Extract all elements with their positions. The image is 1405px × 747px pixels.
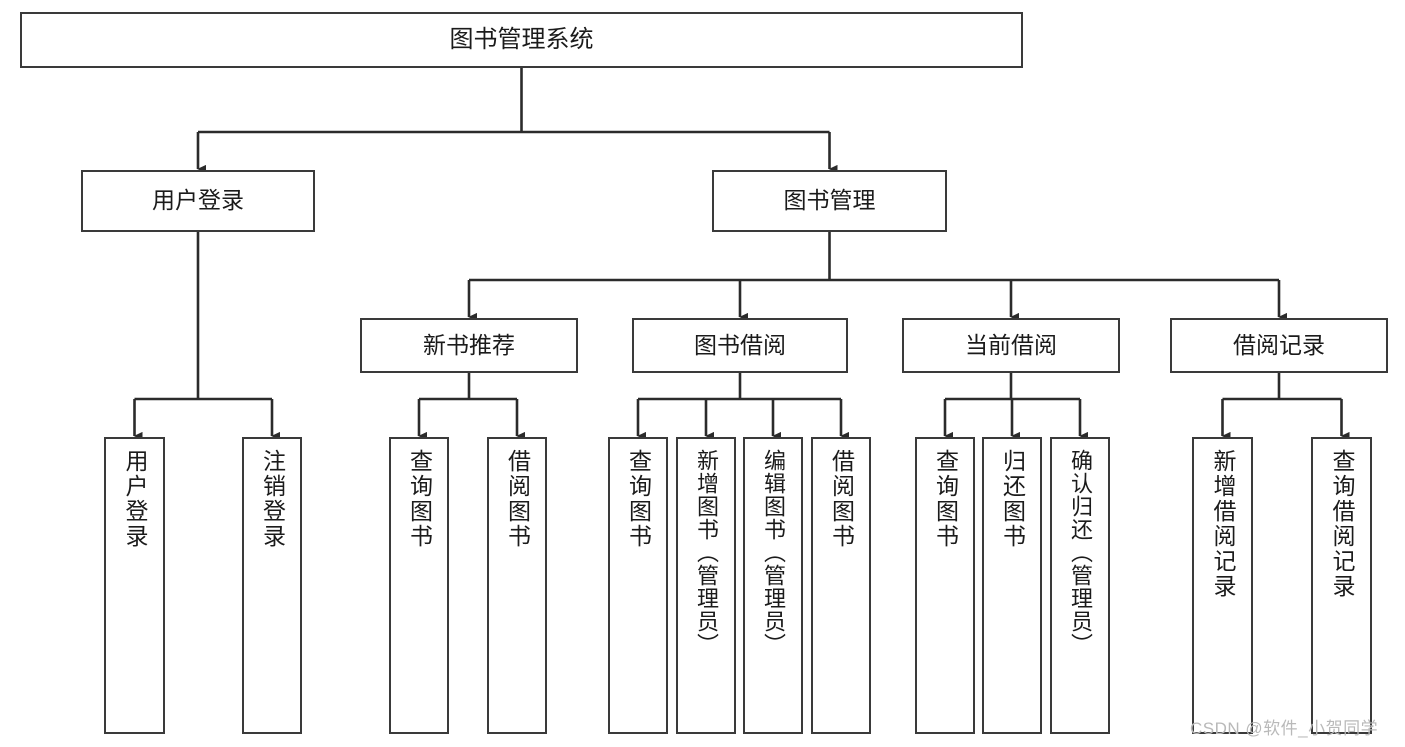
node-label: 当前借阅 xyxy=(965,331,1057,358)
watermark: CSDN @软件_小贺同学 xyxy=(1190,719,1379,738)
node-leaf-query-book-3[interactable]: 查询图书 xyxy=(915,437,975,734)
node-label: 归还图书 xyxy=(999,449,1026,549)
node-leaf-edit-book[interactable]: 编辑图书（管理员） xyxy=(743,437,803,734)
node-label: 新书推荐 xyxy=(423,331,515,358)
node-book-borrow[interactable]: 图书借阅 xyxy=(632,318,848,373)
node-label: 编辑图书（管理员） xyxy=(761,449,786,656)
node-leaf-add-book[interactable]: 新增图书（管理员） xyxy=(676,437,736,734)
node-label: 确认归还（管理员） xyxy=(1068,449,1093,656)
node-leaf-borrow-book-1[interactable]: 借阅图书 xyxy=(487,437,547,734)
node-label: 新增图书（管理员） xyxy=(694,449,719,656)
node-user-login[interactable]: 用户登录 xyxy=(81,170,315,232)
node-label: 图书管理 xyxy=(783,187,876,214)
node-new-book-recommend[interactable]: 新书推荐 xyxy=(360,318,578,373)
node-leaf-user-login[interactable]: 用户登录 xyxy=(104,437,165,734)
node-borrow-record[interactable]: 借阅记录 xyxy=(1170,318,1388,373)
node-label: 借阅图书 xyxy=(504,449,531,549)
node-leaf-query-book-1[interactable]: 查询图书 xyxy=(389,437,449,734)
node-leaf-return-book[interactable]: 归还图书 xyxy=(982,437,1042,734)
node-label: 查询图书 xyxy=(625,449,652,549)
node-leaf-query-book-2[interactable]: 查询图书 xyxy=(608,437,668,734)
node-label: 图书管理系统 xyxy=(449,25,594,53)
node-label: 借阅记录 xyxy=(1233,331,1325,358)
node-root[interactable]: 图书管理系统 xyxy=(20,12,1023,68)
node-label: 图书借阅 xyxy=(694,331,786,358)
node-book-manage[interactable]: 图书管理 xyxy=(712,170,947,232)
node-leaf-query-record[interactable]: 查询借阅记录 xyxy=(1311,437,1372,734)
node-label: 查询图书 xyxy=(932,449,959,549)
node-label: 用户登录 xyxy=(152,187,244,214)
node-leaf-add-record[interactable]: 新增借阅记录 xyxy=(1192,437,1253,734)
node-label: 用户登录 xyxy=(122,449,148,549)
node-label: 新增借阅记录 xyxy=(1210,449,1236,599)
node-label: 查询借阅记录 xyxy=(1329,449,1355,599)
node-leaf-confirm-return[interactable]: 确认归还（管理员） xyxy=(1050,437,1110,734)
edges xyxy=(133,68,1350,441)
node-leaf-borrow-book-2[interactable]: 借阅图书 xyxy=(811,437,871,734)
node-label: 注销登录 xyxy=(259,449,286,549)
node-label: 借阅图书 xyxy=(828,449,855,549)
node-leaf-logout[interactable]: 注销登录 xyxy=(242,437,302,734)
node-current-borrow[interactable]: 当前借阅 xyxy=(902,318,1120,373)
node-label: 查询图书 xyxy=(406,449,433,549)
